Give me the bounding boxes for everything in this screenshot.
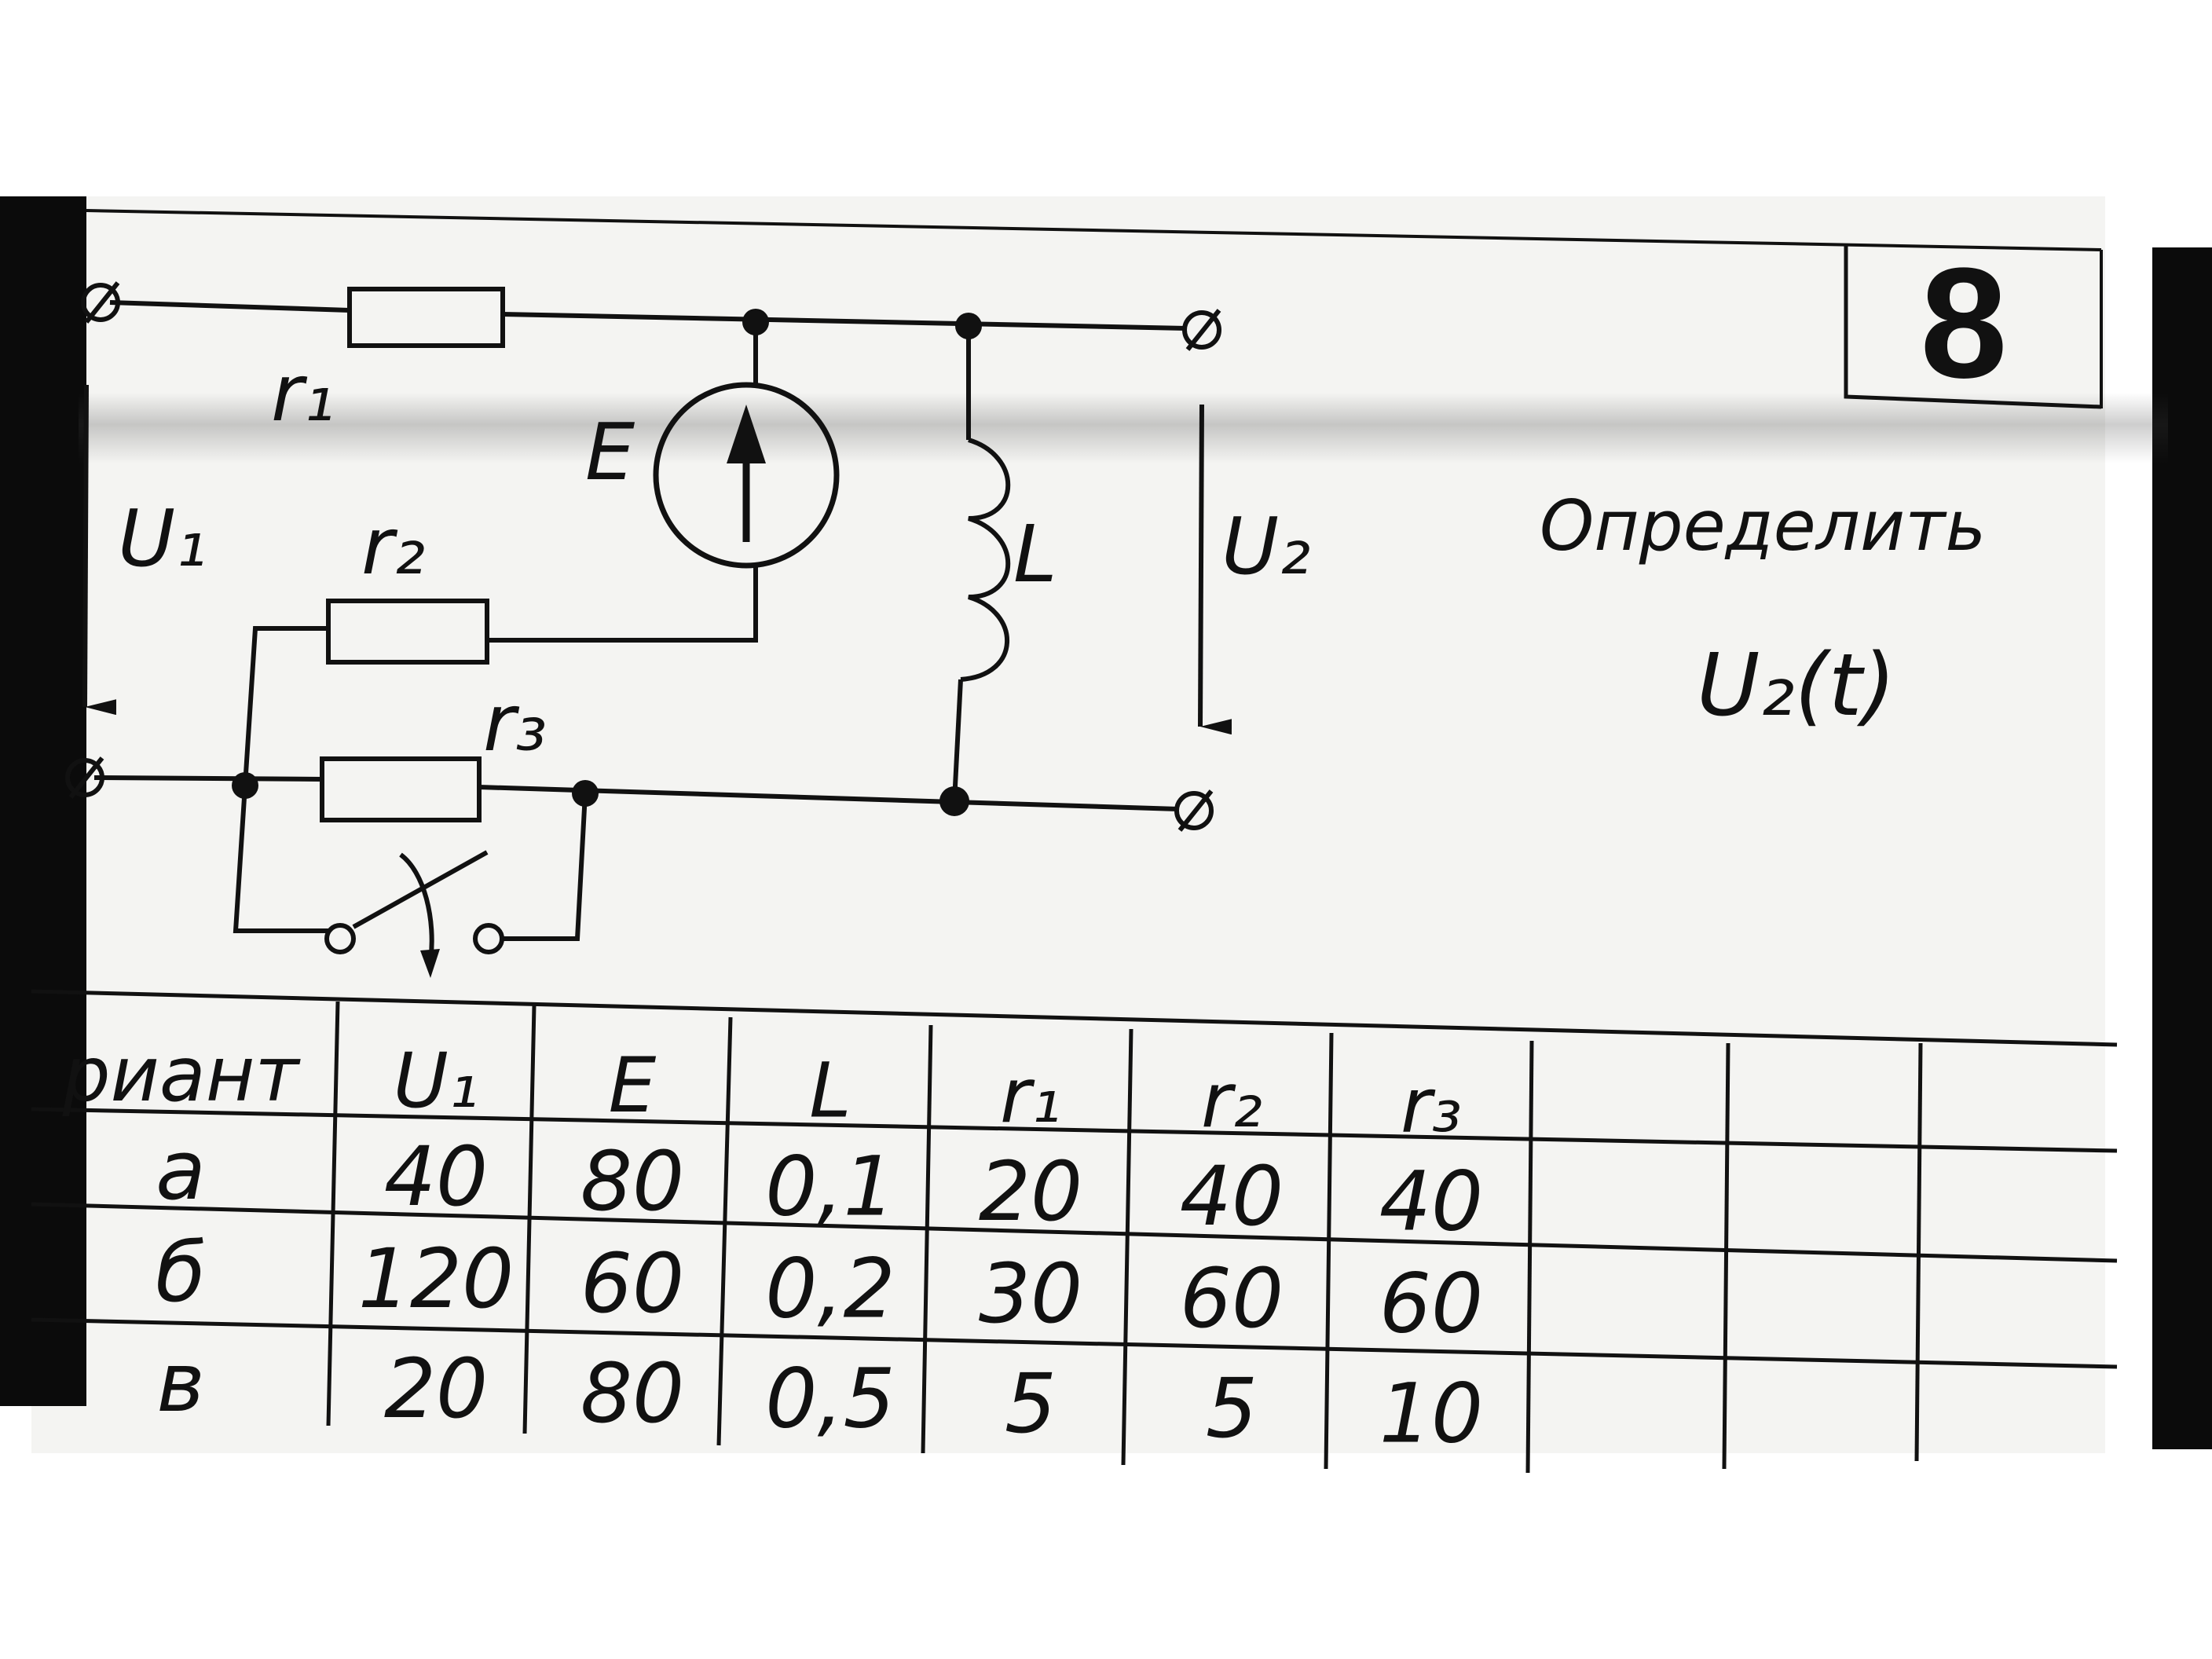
label-L: L [1013, 508, 1057, 600]
table-cell: б [156, 1225, 206, 1320]
table-cell: 10 [1379, 1366, 1483, 1462]
terminal-bottom-left [65, 758, 104, 797]
resistors [320, 287, 505, 822]
table-cell: 80 [580, 1346, 684, 1441]
label-r2: r₂ [361, 500, 425, 592]
voltage-arrows [82, 384, 1232, 735]
resistor-r3 [320, 756, 482, 822]
table-header-cell: r₂ [1201, 1057, 1262, 1144]
parameter-table-grid [31, 989, 2118, 1474]
circuit-wires [93, 300, 1187, 941]
table-cell: 40 [1379, 1154, 1483, 1250]
instruction-line1: Определить [1540, 485, 1986, 566]
table-cell: 30 [979, 1246, 1082, 1342]
table-cell: 20 [979, 1144, 1082, 1240]
label-r1: r₁ [271, 347, 335, 439]
switch [324, 850, 504, 978]
table-cell: 0,5 [765, 1350, 895, 1446]
table-cell: 0,1 [765, 1138, 895, 1234]
inductor-L [960, 438, 1011, 682]
label-U1: U₁ [118, 493, 207, 584]
table-header-cell: риант [62, 1031, 302, 1119]
terminal-top-right [1182, 310, 1221, 350]
table-cell: 40 [384, 1129, 488, 1225]
table-cell: 5 [1005, 1356, 1057, 1452]
label-U2: U₂ [1221, 500, 1310, 592]
table-header-cell: U₁ [394, 1037, 479, 1125]
terminal-top-left [81, 283, 120, 322]
label-r3: r₃ [483, 677, 547, 769]
table-cell: а [156, 1122, 206, 1218]
table-header-cell: E [609, 1042, 657, 1130]
scan-smudge [79, 393, 2168, 463]
table-cell: 60 [580, 1236, 684, 1331]
task-number-box: 8 [86, 209, 2103, 411]
terminals [65, 281, 1221, 832]
resistor-r1 [347, 287, 505, 348]
table-cell: в [156, 1335, 204, 1430]
resistor-r2 [326, 599, 489, 665]
table-header-cell: r₁ [1000, 1052, 1061, 1140]
junctions [232, 309, 982, 816]
table-cell: 5 [1206, 1361, 1258, 1456]
label-E: E [585, 406, 635, 498]
task-number: 8 [1920, 236, 2007, 411]
table-cell: 60 [1379, 1256, 1483, 1352]
table-cell: 0,2 [765, 1240, 895, 1336]
table-header-cell: r₃ [1401, 1062, 1462, 1150]
table-cell: 40 [1180, 1148, 1284, 1244]
instruction-line2: U₂(t) [1697, 635, 1896, 735]
table-cell: 80 [580, 1133, 684, 1229]
right-scan-bar [2152, 247, 2212, 1449]
emf-source-E [653, 382, 840, 569]
table-cell: 20 [384, 1341, 488, 1437]
table-cell: 60 [1180, 1251, 1284, 1346]
table-header-cell: L [809, 1046, 851, 1134]
terminal-bottom-right [1174, 791, 1214, 830]
table-cell: 120 [358, 1231, 515, 1327]
worksheet-card [31, 196, 2105, 1453]
